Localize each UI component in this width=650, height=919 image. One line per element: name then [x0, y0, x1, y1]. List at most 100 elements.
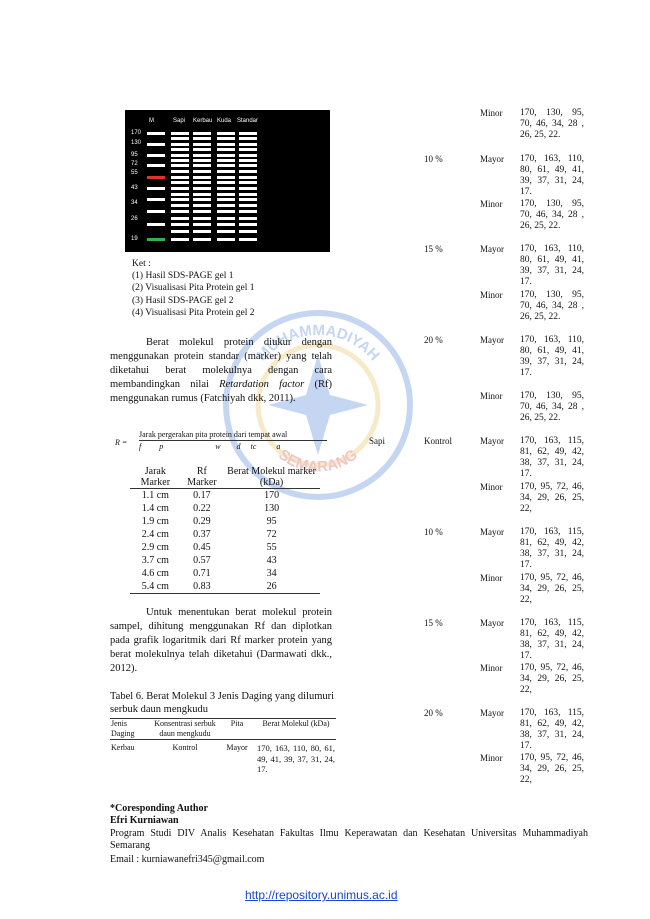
- gel-band: [193, 217, 211, 220]
- gel-band: [171, 198, 189, 201]
- cell-conc: Kontrol: [172, 743, 198, 752]
- gel-band: [193, 210, 211, 213]
- table-cell: 3.7 cm: [141, 555, 169, 566]
- gel-band: [193, 187, 211, 190]
- cell-mw: 170, 130, 95, 70, 46, 34, 28 , 26, 25, 2…: [520, 108, 584, 140]
- author-heading: *Coresponding Author: [110, 803, 208, 814]
- paragraph-rf-intro: Berat molekul protein diukur dengan meng…: [110, 337, 333, 404]
- gel-band: [193, 223, 211, 226]
- cell-mw: 170, 130, 95, 70, 46, 34, 28 , 26, 25, 2…: [520, 199, 584, 231]
- lane-label: Sapi: [173, 118, 186, 124]
- table-cell: 43: [266, 555, 277, 566]
- cell-band: Mayor: [480, 154, 504, 164]
- cell-band: Mayor: [480, 618, 504, 628]
- col-header: Berat Molekul marker (kDa): [223, 466, 320, 489]
- table-cell: 170: [264, 490, 280, 501]
- cell-band: Minor: [480, 663, 503, 673]
- table-cell: 72: [266, 529, 277, 540]
- lane-label: Standar: [237, 118, 259, 124]
- gel-band: [217, 170, 235, 173]
- lane-label: M: [149, 118, 154, 124]
- gel-band: [217, 198, 235, 201]
- table-cell: 1.1 cm: [141, 490, 169, 501]
- gel-band: [147, 143, 165, 146]
- gel-band: [239, 176, 257, 179]
- table-cell: 0.22: [193, 503, 211, 514]
- cell-mw: 170, 163, 110, 80, 61, 49, 41, 39, 37, 3…: [520, 335, 584, 378]
- cell-conc: 15 %: [424, 618, 443, 628]
- gel-band: [217, 193, 235, 196]
- table-cell: 5.4 cm: [130, 580, 181, 594]
- cell-band: Minor: [480, 573, 503, 583]
- table-cell: 0.17: [193, 490, 211, 501]
- gel-band: [147, 223, 165, 226]
- col-header: Konsentrasi serbuk daun mengkudu: [152, 718, 218, 740]
- gel-band: [217, 176, 235, 179]
- gel-band: [171, 223, 189, 226]
- gel-band: [171, 217, 189, 220]
- gel-band: [147, 164, 165, 167]
- mw-label: 55: [131, 170, 138, 176]
- gel-band: [171, 181, 189, 184]
- cell-conc: Kontrol: [424, 436, 452, 446]
- table-row: Kerbau Kontrol Mayor 170, 163, 110, 80, …: [110, 740, 336, 775]
- gel-band: [171, 204, 189, 207]
- cell-meat: Kerbau: [111, 743, 135, 752]
- mw-label: 43: [131, 185, 138, 191]
- gel-band: [217, 204, 235, 207]
- gel-band: [171, 187, 189, 190]
- gel-band: [171, 164, 189, 167]
- col-header: Jarak Marker: [130, 466, 181, 489]
- gel-band: [171, 193, 189, 196]
- gel-band: [171, 210, 189, 213]
- table6-title: Tabel 6. Berat Molekul 3 Jenis Daging ya…: [110, 691, 335, 715]
- figure-caption-item: (3) Hasil SDS-PAGE gel 2: [132, 296, 234, 306]
- repository-link[interactable]: http://repository.unimus.ac.id: [245, 888, 398, 902]
- cell-conc: 20 %: [424, 708, 443, 718]
- gel-band: [217, 159, 235, 162]
- cell-mw: 170, 163, 110, 80, 61, 49, 41, 39, 37, 3…: [257, 743, 335, 774]
- cell-mw: 170, 95, 72, 46, 34, 29, 26, 25, 22,: [520, 482, 584, 514]
- gel-band: [193, 132, 211, 135]
- gel-band: [217, 143, 235, 146]
- gel-band: [239, 164, 257, 167]
- gel-band: [239, 181, 257, 184]
- table-cell: 0.45: [193, 542, 211, 553]
- col-header: Rf Marker: [180, 466, 224, 489]
- gel-band: [171, 176, 189, 179]
- gel-band: [217, 238, 235, 241]
- cell-mw: 170, 95, 72, 46, 34, 29, 26, 25, 22,: [520, 663, 584, 695]
- cell-band: Minor: [480, 482, 503, 492]
- gel-band: [193, 198, 211, 201]
- gel-band: [217, 148, 235, 151]
- mw-label: 72: [131, 161, 138, 167]
- gel-band: [171, 159, 189, 162]
- figure-caption-title: Ket :: [132, 259, 151, 269]
- gel-band: [171, 143, 189, 146]
- table-cell: 26: [223, 580, 320, 594]
- table-cell: 2.9 cm: [141, 542, 169, 553]
- figure-caption-item: (1) Hasil SDS-PAGE gel 1: [132, 271, 234, 281]
- gel-band: [171, 230, 189, 233]
- cell-band: Minor: [480, 391, 503, 401]
- gel-band: [171, 238, 189, 241]
- gel-band: [147, 210, 165, 213]
- gel-band: [217, 230, 235, 233]
- gel-band: [193, 238, 211, 241]
- cell-conc: 10 %: [424, 154, 443, 164]
- gel-band: [217, 137, 235, 140]
- cell-band: Mayor: [480, 527, 504, 537]
- cell-mw: 170, 95, 72, 46, 34, 29, 26, 25, 22,: [520, 753, 584, 785]
- cell-band: Minor: [480, 753, 503, 763]
- author-name: Efri Kurniawan: [110, 815, 179, 826]
- gel-band: [239, 223, 257, 226]
- col-header: Berat Molekul (kDa): [256, 718, 336, 740]
- gel-band: [239, 170, 257, 173]
- figure-caption-item: (4) Visualisasi Pita Protein gel 2: [132, 308, 255, 318]
- gel-band: [147, 238, 165, 241]
- cell-band: Mayor: [480, 708, 504, 718]
- gel-band: [239, 217, 257, 220]
